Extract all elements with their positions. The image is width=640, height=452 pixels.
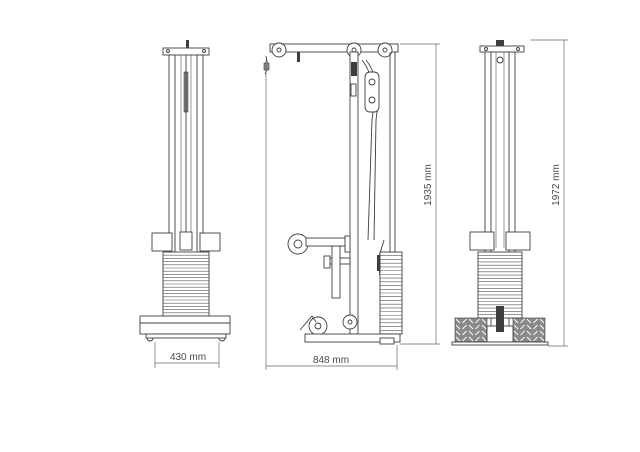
front-view [139, 40, 231, 342]
side-height-label: 1935 mm [423, 164, 434, 206]
rear-height-label: 1972 mm [551, 164, 562, 206]
rear-height-dimension: 1972 mm [530, 39, 568, 347]
side-depth-label: 848 mm [313, 355, 349, 366]
front-weight-stack [162, 251, 210, 317]
rear-view [451, 40, 549, 346]
side-depth-dimension: 848 mm [265, 60, 398, 370]
side-height-dimension: 1935 mm [400, 43, 440, 345]
side-view [263, 42, 403, 345]
front-width-label: 430 mm [170, 352, 206, 363]
front-width-dimension: 430 mm [154, 342, 220, 368]
side-weight-stack [379, 251, 403, 335]
